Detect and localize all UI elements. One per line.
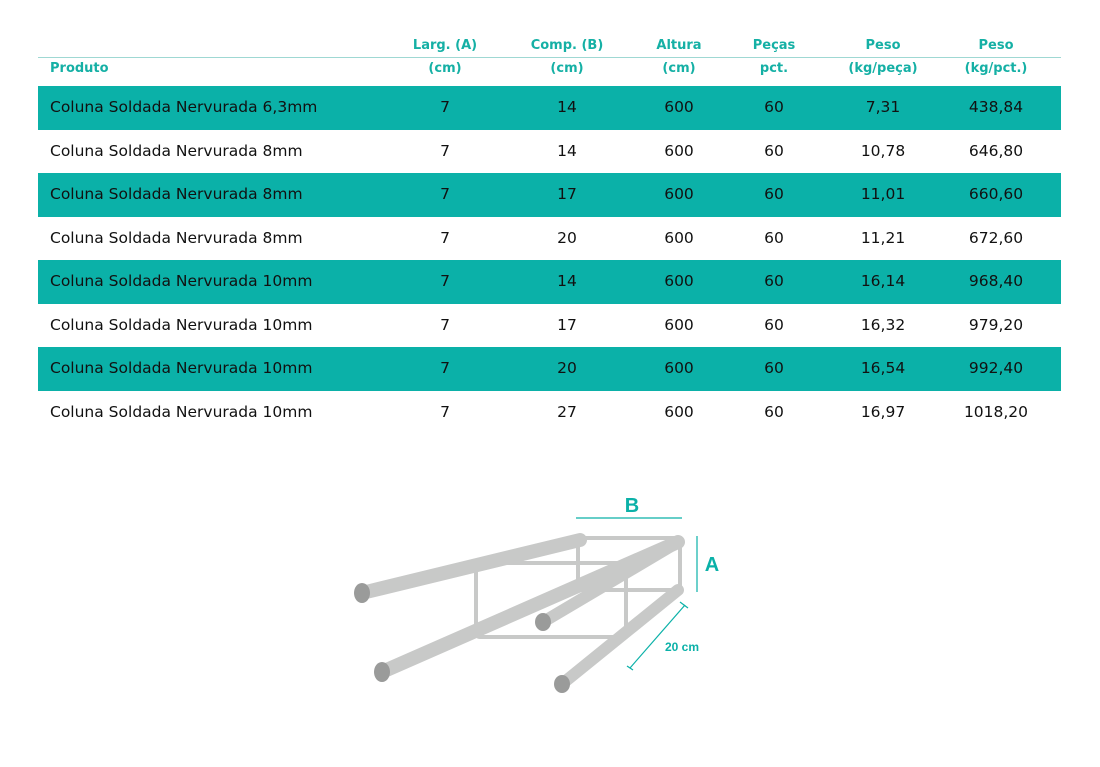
- cell-largura: 7: [440, 272, 450, 290]
- cell-produto: Coluna Soldada Nervurada 10mm: [50, 315, 313, 334]
- cell-altura: 600: [664, 98, 694, 116]
- cell-comprimento: 27: [557, 402, 577, 421]
- table-header: Produto Larg. (A)(cm) Comp. (B)(cm) Altu…: [38, 36, 1061, 86]
- cell-produto: Coluna Soldada Nervurada 8mm: [50, 141, 303, 160]
- cell-comprimento: 14: [557, 272, 577, 290]
- header-altura: Altura(cm): [656, 38, 702, 76]
- header-produto: Produto: [50, 61, 109, 76]
- cell-pecas: 60: [764, 359, 784, 377]
- cell-altura: 600: [664, 272, 694, 290]
- cell-peso-pacote: 672,60: [968, 228, 1024, 247]
- cell-pecas: 60: [764, 228, 784, 247]
- cell-altura: 600: [664, 141, 694, 160]
- cell-altura: 600: [664, 402, 694, 421]
- cell-peso-pacote: 660,60: [968, 185, 1024, 203]
- header-peso-peca: Peso(kg/peça): [848, 38, 918, 76]
- cell-peso-peca: 7,31: [865, 98, 901, 116]
- cell-pecas: 60: [764, 98, 784, 116]
- cell-peso-peca: 11,21: [860, 228, 906, 247]
- dimension-lines: [576, 517, 698, 671]
- cell-comprimento: 17: [557, 185, 577, 203]
- cell-peso-peca: 16,14: [860, 272, 906, 290]
- cell-peso-pacote: 979,20: [968, 315, 1024, 334]
- cell-largura: 7: [440, 402, 450, 421]
- cell-peso-pacote: 646,80: [968, 141, 1024, 160]
- table-body: Coluna Soldada Nervurada 6,3mm 7 14 600 60 7,…: [38, 86, 1061, 434]
- table-row: Coluna Soldada Nervurada 6,3mm 7 14 600 60 7,…: [38, 86, 1061, 130]
- cell-pecas: 60: [764, 272, 784, 290]
- table-row: Coluna Soldada Nervurada 10mm 7 20 600 60 16,…: [38, 347, 1061, 391]
- label-spacing: 20 cm: [665, 640, 699, 654]
- cell-pecas: 60: [764, 185, 784, 203]
- cell-produto: Coluna Soldada Nervurada 8mm: [50, 228, 303, 247]
- cell-largura: 7: [440, 141, 450, 160]
- cell-peso-pacote: 1018,20: [963, 402, 1029, 421]
- cell-produto: Coluna Soldada Nervurada 8mm: [50, 185, 303, 203]
- cell-altura: 600: [664, 359, 694, 377]
- header-peso-pacote: Peso(kg/pct.): [964, 38, 1028, 76]
- cell-peso-pacote: 992,40: [968, 359, 1024, 377]
- table-row: Coluna Soldada Nervurada 10mm 7 17 600 60 16,…: [38, 304, 1061, 348]
- cell-peso-pacote: 968,40: [968, 272, 1024, 290]
- cell-largura: 7: [440, 228, 450, 247]
- cell-produto: Coluna Soldada Nervurada 10mm: [50, 359, 313, 377]
- cell-peso-peca: 16,54: [860, 359, 906, 377]
- label-b: B: [625, 495, 639, 517]
- cell-largura: 7: [440, 315, 450, 334]
- cell-pecas: 60: [764, 315, 784, 334]
- rebar-ends: [354, 583, 570, 693]
- cell-peso-peca: 16,97: [860, 402, 906, 421]
- cell-altura: 600: [664, 185, 694, 203]
- header-comprimento: Comp. (B)(cm): [530, 38, 604, 76]
- cell-comprimento: 14: [557, 98, 577, 116]
- cell-altura: 600: [664, 228, 694, 247]
- column-diagram: B A 20 cm: [354, 495, 719, 693]
- table-row: Coluna Soldada Nervurada 8mm 7 17 600 60 11,0…: [38, 173, 1061, 217]
- cell-peso-peca: 16,32: [860, 315, 906, 334]
- cell-peso-pacote: 438,84: [968, 98, 1024, 116]
- cell-largura: 7: [440, 185, 450, 203]
- cell-comprimento: 17: [557, 315, 577, 334]
- table-row: Coluna Soldada Nervurada 10mm 7 14 600 60 16,…: [38, 260, 1061, 304]
- cell-comprimento: 20: [557, 359, 577, 377]
- table-row: Coluna Soldada Nervurada 8mm 7 20 600 60 11,2…: [38, 217, 1061, 261]
- cell-largura: 7: [440, 98, 450, 116]
- label-a: A: [705, 554, 719, 576]
- rebar-frame: [355, 533, 685, 690]
- cell-pecas: 60: [764, 141, 784, 160]
- cell-peso-peca: 10,78: [860, 141, 906, 160]
- cell-comprimento: 20: [557, 228, 577, 247]
- cell-comprimento: 14: [557, 141, 577, 160]
- cell-altura: 600: [664, 315, 694, 334]
- table-row: Coluna Soldada Nervurada 10mm 7 27 600 60 16,…: [38, 391, 1061, 435]
- cell-largura: 7: [440, 359, 450, 377]
- cell-peso-peca: 11,01: [860, 185, 906, 203]
- cell-produto: Coluna Soldada Nervurada 10mm: [50, 402, 313, 421]
- cell-pecas: 60: [764, 402, 784, 421]
- header-divider: [38, 57, 1061, 58]
- header-largura: Larg. (A)(cm): [412, 38, 478, 76]
- table-row: Coluna Soldada Nervurada 8mm 7 14 600 60 10,7…: [38, 130, 1061, 174]
- cell-produto: Coluna Soldada Nervurada 10mm: [50, 272, 313, 290]
- cell-produto: Coluna Soldada Nervurada 6,3mm: [50, 98, 318, 116]
